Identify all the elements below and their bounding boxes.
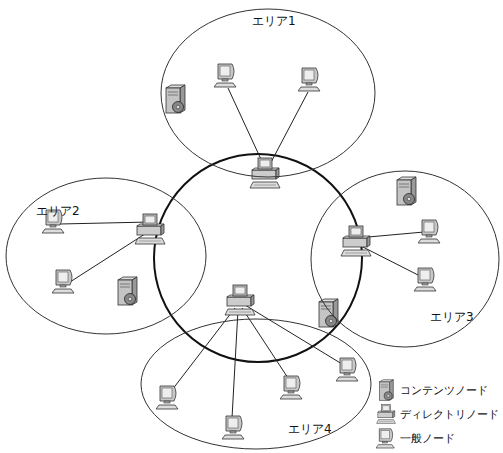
general-node-icon [222,416,244,439]
area-region: エリア4 [140,318,372,450]
legend-entry: 一般ノード [376,426,499,450]
ring-network [154,154,362,362]
area-label: エリア3 [430,310,474,324]
content-node-icon [397,177,416,205]
general-node-icon [418,220,440,243]
directory-node-icon [135,214,165,244]
directory-node-icon [376,403,396,425]
area-region: エリア3 [310,170,500,348]
legend-text: 一般ノード [400,431,455,446]
directory-node-icon [341,226,371,256]
legend-text: ディレクトリノード [400,407,499,422]
general-node-icon [376,427,396,449]
content-node-icon [319,299,338,327]
content-node-icon [166,85,185,113]
general-node-icon [52,270,74,293]
legend: コンテンツノードディレクトリノード一般ノード [376,378,499,450]
general-node-icon [156,386,178,409]
area-outline [140,318,372,450]
area-region: エリア2 [5,177,207,335]
general-node-icon [214,64,236,87]
general-node-icon [298,68,320,91]
area-region: エリア1 [160,8,376,178]
legend-text: コンテンツノード [400,383,488,398]
content-node-icon [376,379,396,401]
legend-entry: コンテンツノード [376,378,499,402]
legend-entry: ディレクトリノード [376,402,499,426]
directory-node-icon [225,285,255,315]
area-outline [160,8,376,178]
directory-node-icon [250,158,280,188]
content-node-icon [118,277,137,305]
area-label: エリア2 [36,204,80,218]
area-label: エリア1 [252,14,296,28]
wires [60,88,424,418]
area-outline [5,177,207,335]
general-node-icon [336,358,358,381]
area-label: エリア4 [288,422,332,436]
general-node-icon [280,376,302,399]
general-node-icon [414,268,436,291]
